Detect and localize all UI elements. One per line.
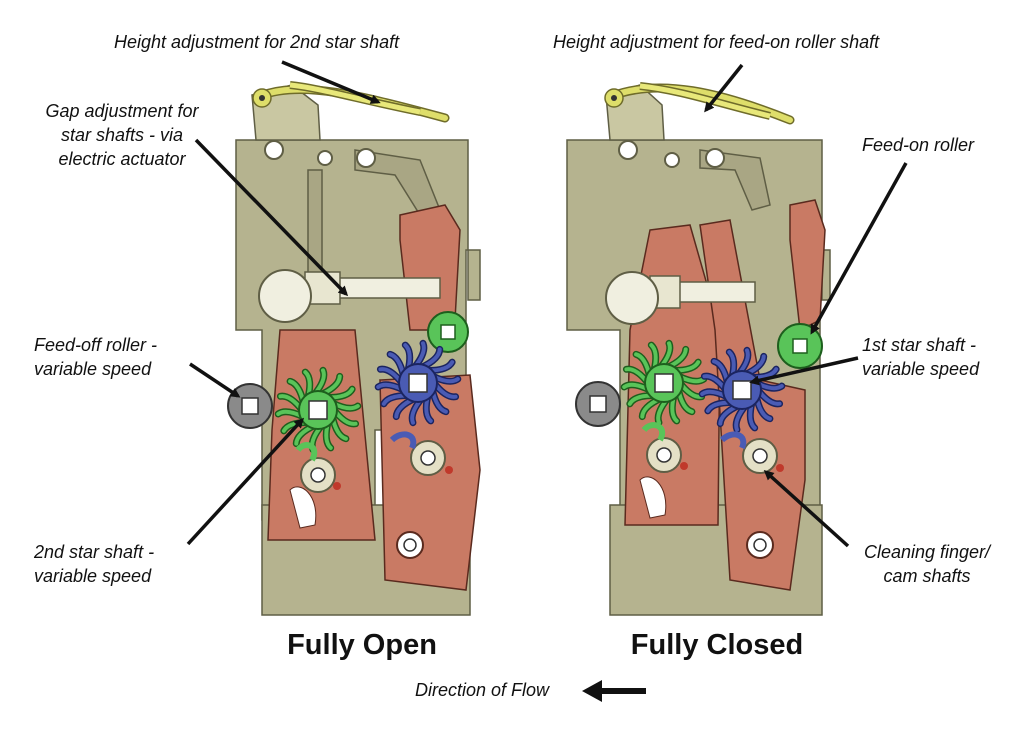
- callout-height-feed-on: Height adjustment for feed-on roller sha…: [553, 32, 880, 52]
- arrow-gap-adjustment: [194, 138, 349, 297]
- first-star-shaft-closed: [698, 346, 786, 434]
- cam-shafts-closed: [641, 422, 784, 474]
- caption-fully-open: Fully Open: [287, 629, 437, 661]
- arrow-feed-off-roller: [189, 362, 241, 398]
- shaft-square: [408, 373, 428, 393]
- direction-of-flow-label: Direction of Flow: [415, 680, 550, 700]
- arrow-height-feed-on: [704, 63, 744, 113]
- caption-fully-closed: Fully Closed: [630, 629, 804, 661]
- first-star-shaft: [374, 339, 462, 427]
- fully-open-machine: [227, 81, 481, 616]
- left-arrow-icon: [582, 680, 646, 702]
- callout-gap-adjustment: Gap adjustment for star shafts - via ele…: [45, 101, 199, 169]
- height-adjuster-feed-on: [604, 82, 795, 125]
- shaft-square: [732, 380, 752, 400]
- callout-feed-off-roller: Feed-off roller - variable speed: [34, 335, 158, 379]
- fully-closed-machine: [566, 82, 831, 616]
- arrow-cleaning-finger: [763, 469, 850, 548]
- callout-second-star-shaft: 2nd star shaft - variable speed: [34, 542, 155, 586]
- callout-cleaning-finger: Cleaning finger/ cam shafts: [863, 542, 991, 586]
- shaft-square: [308, 400, 328, 420]
- red-arm-right: [379, 374, 481, 591]
- leader-arrows: [186, 60, 908, 548]
- shaft-square: [654, 373, 674, 393]
- feed-on-roller: [427, 311, 469, 353]
- feed-on-roller-closed: [777, 323, 823, 369]
- arrow-feed-on-roller: [810, 162, 908, 335]
- electric-actuator-closed: [605, 271, 756, 325]
- callout-feed-on-roller: Feed-on roller: [862, 135, 975, 155]
- cam-shafts: [295, 431, 453, 493]
- arrow-height-2nd-star: [281, 60, 381, 104]
- second-star-shaft: [274, 366, 362, 454]
- callout-first-star-shaft: 1st star shaft - variable speed: [862, 335, 980, 379]
- height-adjuster-2nd-star: [252, 81, 450, 123]
- arrow-second-star-shaft: [186, 417, 305, 546]
- callout-height-2nd-star: Height adjustment for 2nd star shaft: [114, 32, 400, 52]
- arrow-first-star-shaft: [749, 356, 859, 386]
- feed-off-roller: [227, 383, 273, 429]
- second-star-shaft-closed: [620, 339, 708, 427]
- feed-off-roller-closed: [575, 381, 621, 427]
